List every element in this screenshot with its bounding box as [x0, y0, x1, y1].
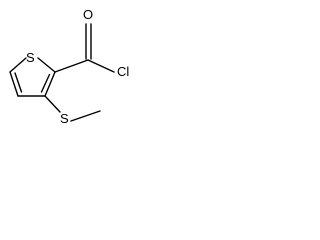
bond-ring-s-c2 [37, 57, 56, 73]
carbonyl-oxygen-label: O [83, 7, 93, 22]
ring-sulfur-label: S [26, 50, 35, 65]
bond-ring-c4-c5-inner [14, 72, 23, 93]
bond-ring-c2-c3 [44, 71, 56, 97]
bond-ring-c2-c3-inner [40, 73, 51, 93]
chemical-structure-diagram: S O Cl S [9, 7, 129, 126]
bond-thioether-s-methyl [70, 110, 101, 122]
bond-carbonyl-c-cl [87, 59, 115, 73]
bond-c2-carbonyl-c [54, 59, 89, 73]
chlorine-label: Cl [117, 64, 129, 79]
bond-c3-thioether-s [44, 95, 61, 113]
thioether-sulfur-label: S [60, 111, 69, 126]
bond-ring-c5-s [9, 57, 27, 73]
bond-ring-c4-c5 [9, 71, 19, 97]
